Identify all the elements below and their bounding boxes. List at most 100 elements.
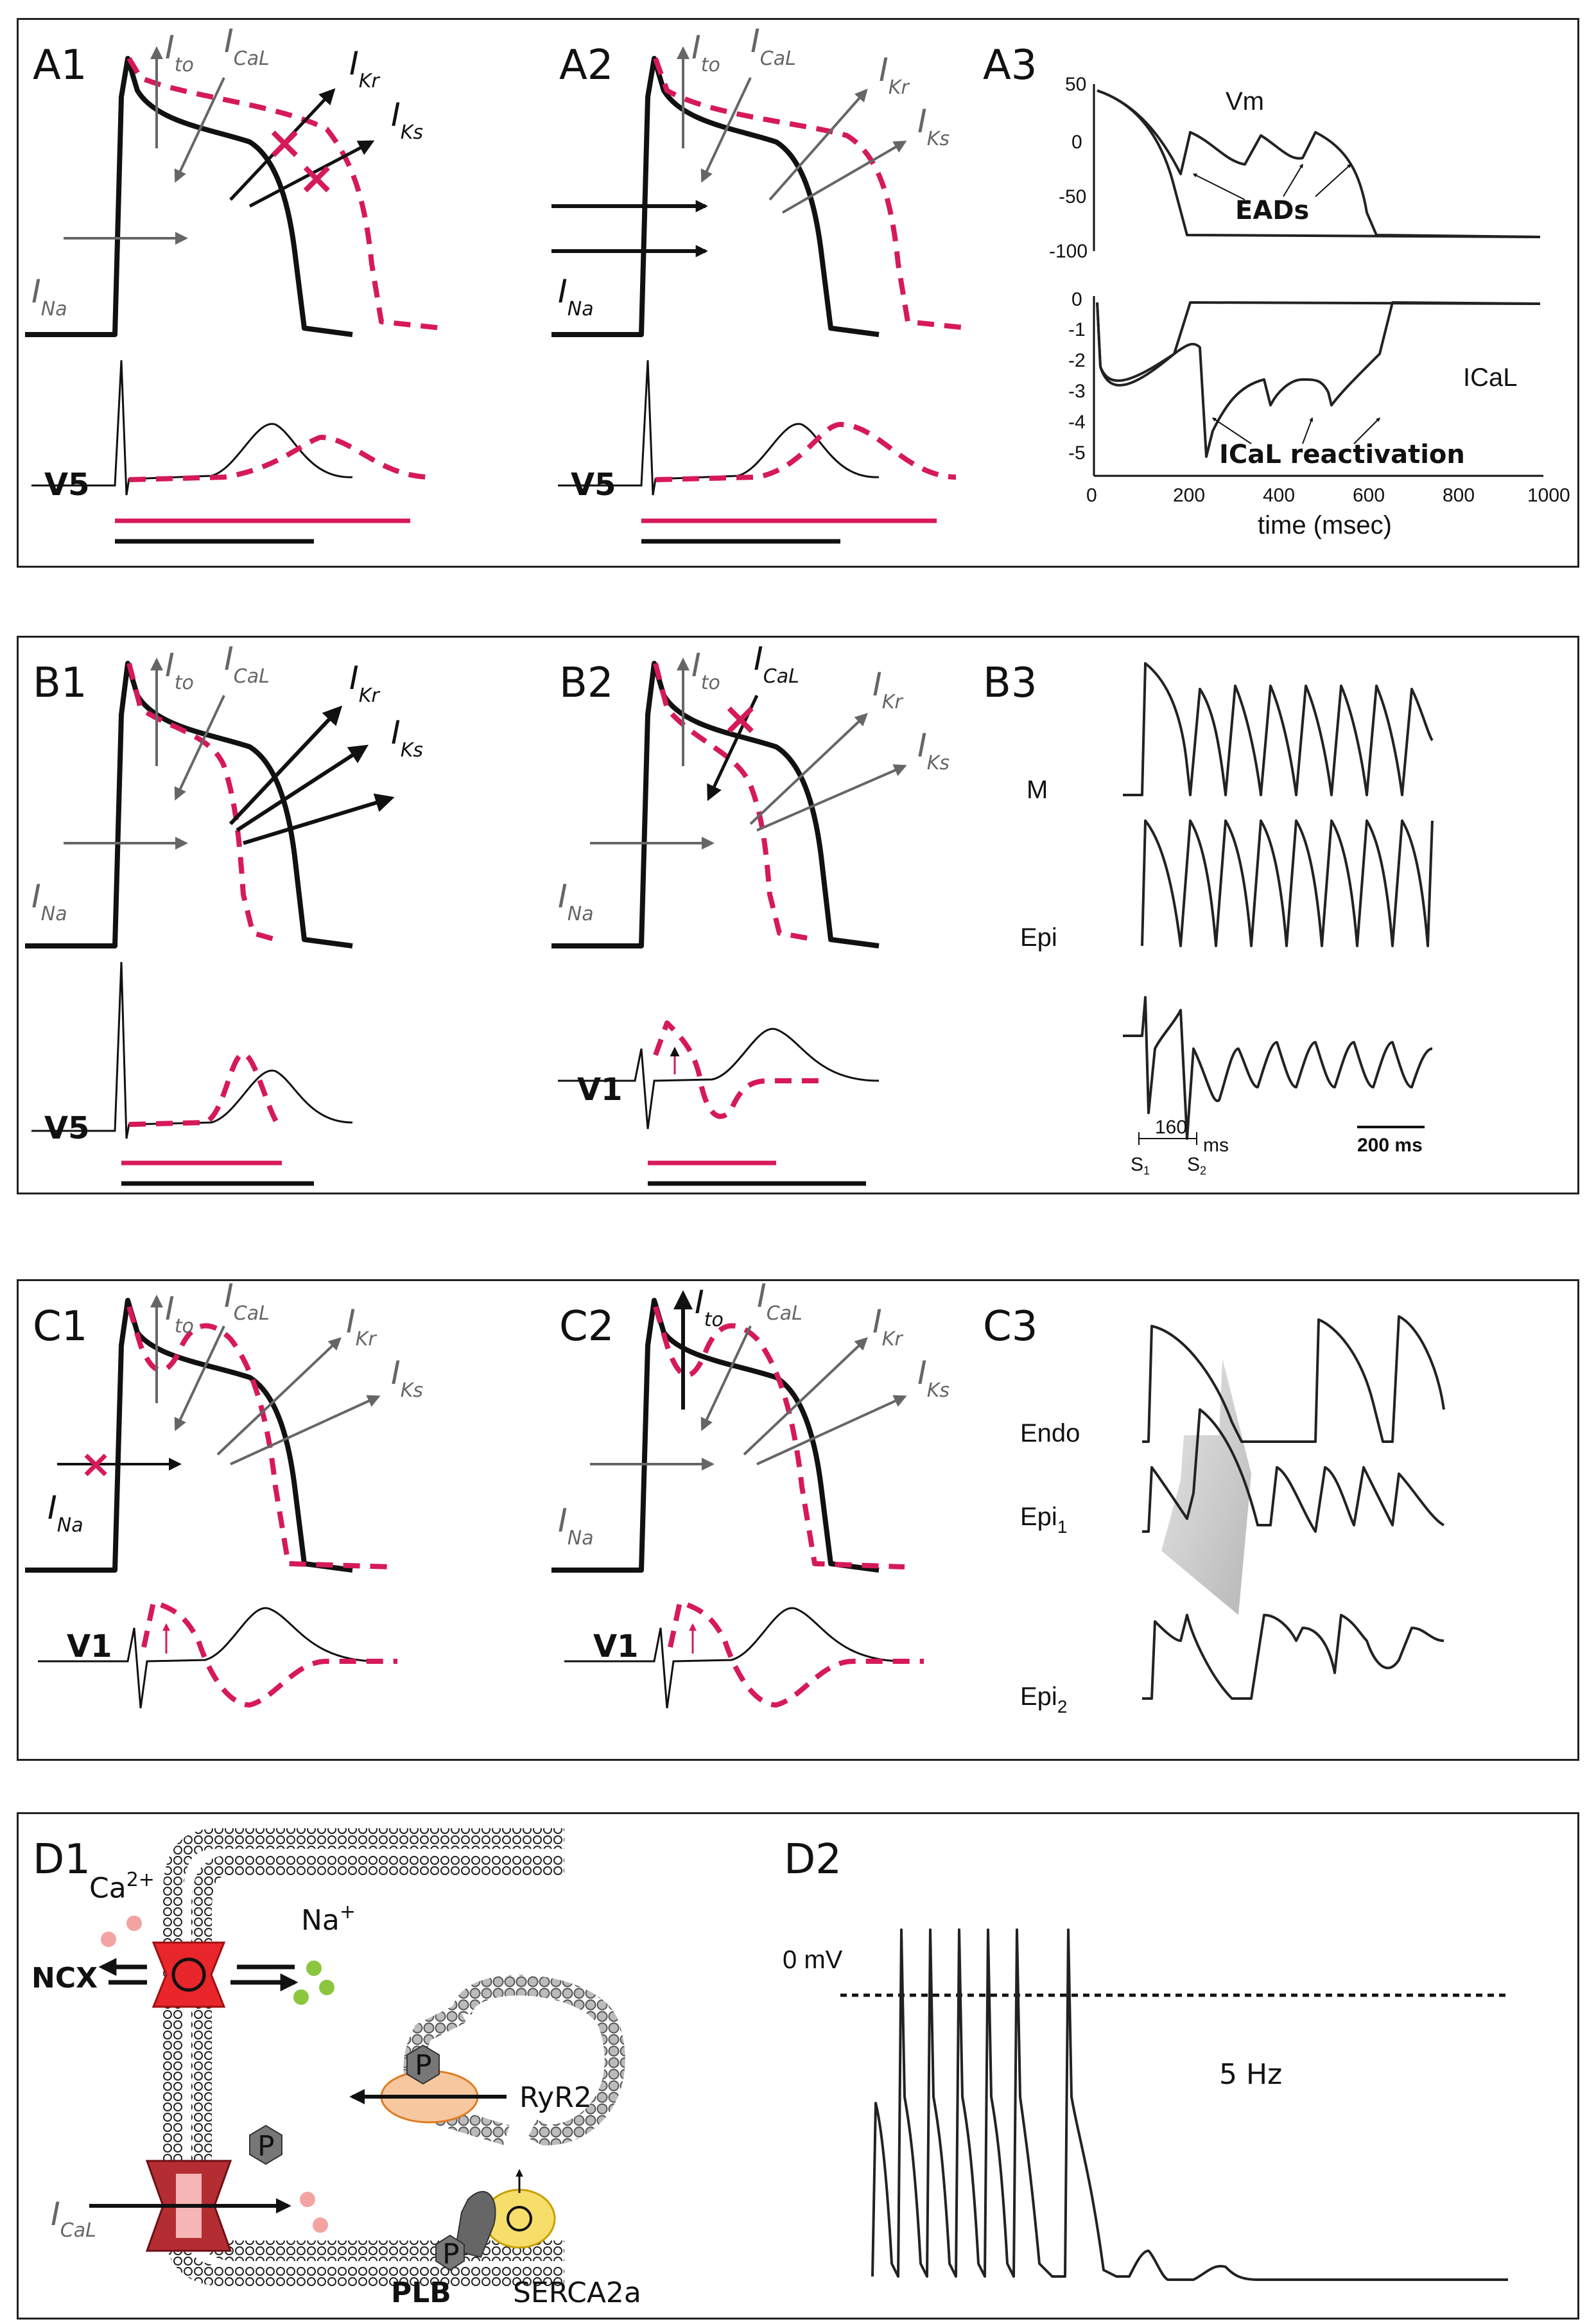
label-iks: IKs <box>917 1354 950 1402</box>
block-mark-ical: × <box>722 692 759 745</box>
label-ical: ICaL <box>1463 363 1518 392</box>
arrow-ical <box>174 695 225 801</box>
ecg-coved-st <box>653 1020 828 1119</box>
phosphate-icon <box>435 2234 465 2271</box>
panel-b: B1 Ito ICaL IKr IKs INa V5 B2 × Ito ICaL… <box>17 636 1579 1194</box>
ap-control <box>551 661 880 948</box>
xtick: 800 <box>1443 485 1475 506</box>
label-0mv: 0 mV <box>783 1946 843 1974</box>
label-m: M <box>1027 776 1048 804</box>
arrow-iks-enhanced <box>236 744 369 832</box>
ca-ion <box>101 1932 116 1947</box>
label-iks: IKs <box>391 1354 423 1402</box>
panel-b2: B2 × Ito ICaL IKr IKs INa V1 <box>551 640 950 1186</box>
label-ito: Ito <box>165 29 194 76</box>
label-ikr: IKr <box>872 666 903 713</box>
label-ikr: IKr <box>879 51 910 99</box>
label-serca: SERCA2a <box>513 2276 641 2309</box>
arrow-reactivation <box>1211 417 1252 444</box>
ap-control <box>25 1298 353 1573</box>
vm-eads <box>1097 89 1541 238</box>
panel-d2: D2 0 mV 5 Hz <box>783 1836 1508 2281</box>
panel-c2: C2 Ito ICaL IKr IKs INa V1 <box>551 1277 950 1709</box>
panel-b-figure: B1 Ito ICaL IKr IKs INa V5 B2 × Ito ICaL… <box>25 640 1434 1186</box>
trace-endo <box>1142 1315 1445 1443</box>
label-ikr: IKr <box>346 1303 377 1350</box>
label-plb: PLB <box>391 2276 451 2309</box>
itick: -5 <box>1068 442 1086 464</box>
arrow-iks <box>230 1395 381 1465</box>
block-mark-ikr: × <box>266 116 304 169</box>
label-ikr: IKr <box>349 660 380 707</box>
panel-label-b3: B3 <box>983 660 1037 707</box>
ca-ion <box>313 2217 328 2233</box>
arrow-ikr <box>216 1337 342 1456</box>
ap-notch <box>653 1306 905 1569</box>
ical-reactivation <box>1096 301 1541 458</box>
label-epi: Epi <box>1020 923 1057 952</box>
ecg-coved-st <box>141 1600 397 1708</box>
label-ito: Ito <box>691 29 720 76</box>
ecg-coved-st <box>668 1600 924 1708</box>
arrow-iks <box>756 1395 907 1465</box>
label-ito: Ito <box>695 1284 724 1331</box>
panel-label-a1: A1 <box>33 42 87 89</box>
label-ical: ICaL <box>750 22 796 70</box>
ncx-cycle-icon <box>171 1957 206 1992</box>
label-ito: Ito <box>165 647 194 694</box>
arrow-ikr <box>768 89 868 201</box>
label-iks: IKs <box>391 714 423 762</box>
label-ncx: NCX <box>31 1962 98 1995</box>
arrow-iks <box>248 140 375 208</box>
label-epi1: Epi1 <box>1020 1503 1067 1537</box>
xlabel: time (msec) <box>1258 511 1392 539</box>
label-ryr2: RyR2 <box>519 2081 592 2114</box>
trace-epi <box>1141 819 1434 947</box>
itick: 0 <box>1071 289 1082 310</box>
ap-shortened <box>653 663 815 942</box>
ap-shortened <box>126 663 277 942</box>
panel-label-a2: A2 <box>559 42 614 89</box>
label-na: Na+ <box>301 1901 356 1937</box>
arrow-ikr-enhanced <box>229 705 343 826</box>
label-ca: Ca2+ <box>89 1869 155 1905</box>
panel-label-d1: D1 <box>33 1836 91 1883</box>
vtick: 0 <box>1071 132 1082 153</box>
na-ion <box>293 1989 309 2005</box>
trace-epi2 <box>1142 1614 1444 1700</box>
xtick: 0 <box>1086 485 1097 506</box>
ecg-lead-label: V1 <box>593 1629 639 1664</box>
label-p: P <box>257 2130 275 2163</box>
trace-m <box>1123 662 1434 796</box>
label-ina: INa <box>558 1502 594 1550</box>
panel-b1: B1 Ito ICaL IKr IKs INa V5 <box>25 640 423 1186</box>
itick: -2 <box>1068 350 1086 371</box>
arrow-iks <box>781 140 907 214</box>
panel-d-figure: D1 NCX Ca2+ Na+ P ICaL P RyR2 <box>31 1828 1508 2309</box>
label-ical: ICaL <box>51 2196 96 2242</box>
panel-label-d2: D2 <box>784 1836 842 1883</box>
panel-c: C1 × Ito ICaL IKr IKs INa V1 C2 Ito ICaL… <box>17 1277 1579 1761</box>
interval-unit: ms <box>1203 1135 1229 1156</box>
label-freq: 5 Hz <box>1219 2058 1282 2091</box>
panel-d: D1 NCX Ca2+ Na+ P ICaL P RyR2 <box>17 1812 1579 2320</box>
panel-a3: A3 50 0 -50 -100 Vm EADs 0 -1 -2 -3 -4 -… <box>983 42 1570 539</box>
vtick: 50 <box>1065 74 1086 95</box>
label-ical: ICaL <box>757 1277 802 1325</box>
ecg-control <box>564 1607 905 1709</box>
label-ina: INa <box>31 878 67 925</box>
phosphate-icon <box>406 2044 440 2085</box>
panel-b3: B3 M Epi 200 ms 160 ms S1 S2 <box>983 660 1434 1177</box>
label-ina: INa <box>31 273 67 320</box>
interval-label: 160 <box>1155 1117 1187 1138</box>
arrow-reactivation <box>1302 417 1314 444</box>
panel-c-figure: C1 × Ito ICaL IKr IKs INa V1 C2 Ito ICaL… <box>25 1277 1445 1717</box>
panel-label-b2: B2 <box>559 660 614 707</box>
ap-control <box>551 1298 880 1573</box>
label-iks: IKs <box>391 96 423 144</box>
label-ito: Ito <box>691 647 720 694</box>
panel-a: A1 × × Ito ICaL IKr IKs INa V5 A2 Ito IC… <box>17 18 1579 568</box>
arrow-ical <box>707 694 759 801</box>
arrow-ical <box>174 1325 225 1431</box>
arrow-ik-enhanced <box>243 793 395 845</box>
